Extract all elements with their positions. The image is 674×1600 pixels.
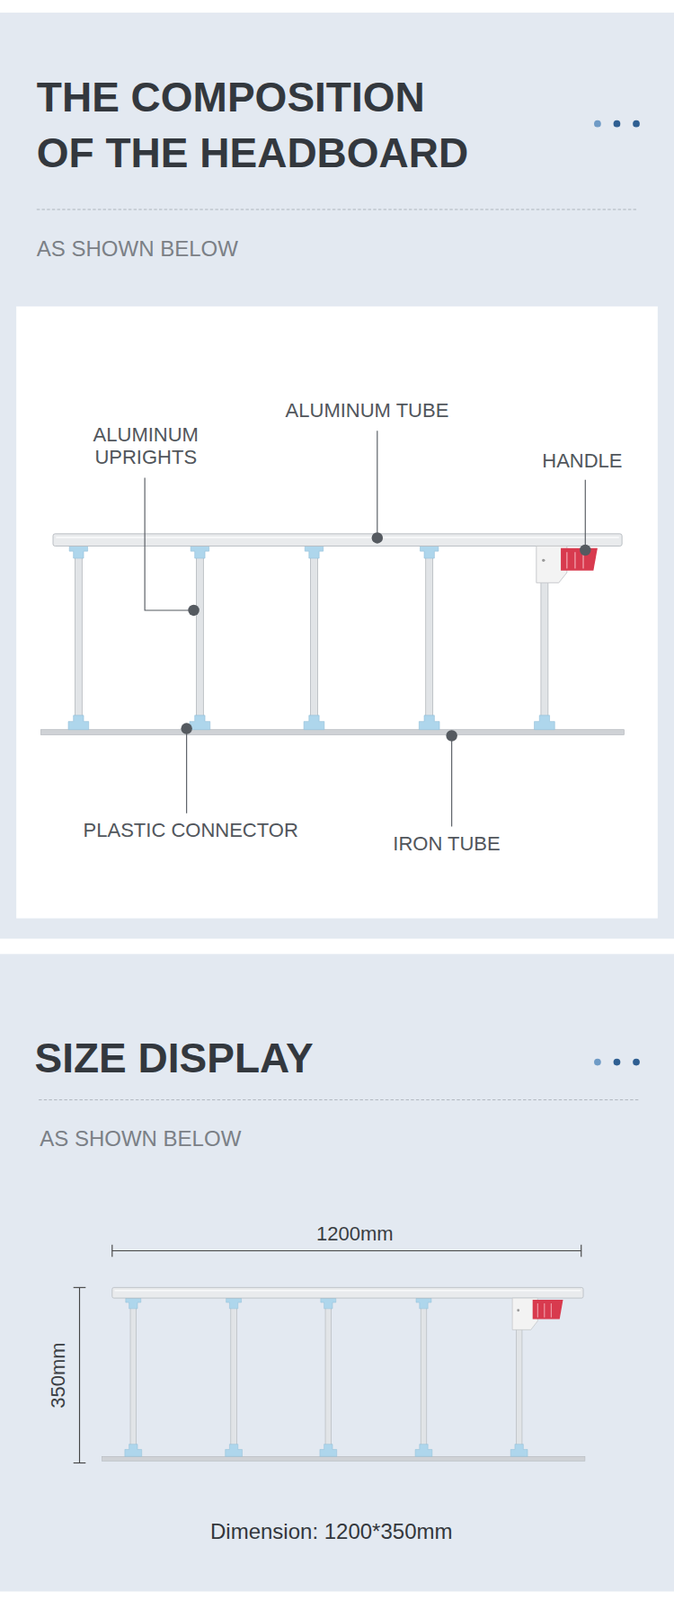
bed-rail [102,1286,586,1461]
part-label: IRON TUBE [392,833,500,856]
bed-rail [40,533,624,736]
leader-lines [144,430,586,826]
section-heading: SIZE DISPLAY [35,1029,314,1086]
part-label: PLASTIC CONNECTOR [83,818,299,842]
divider [36,209,639,211]
dimension-lines [73,1244,582,1464]
leader-dots [180,532,591,742]
dimension-label: 350mm [46,1341,70,1408]
section-panel [0,12,674,939]
section-panel [0,953,674,1591]
page-title: THE COMPOSITION OF THE HEADBOARD [36,69,541,181]
part-label: HANDLE [541,449,622,472]
subheading: AS SHOWN BELOW [36,236,239,262]
dimension-label: 1200mm [316,1222,394,1245]
subheading: AS SHOWN BELOW [39,1126,241,1153]
decor-dots [594,120,640,1066]
dimension-note: Dimension: 1200*350mm [210,1518,453,1544]
part-label: ALUMINUM TUBE [285,399,450,423]
image-panel [16,306,658,919]
divider [38,1099,639,1100]
part-label: ALUMINUM UPRIGHTS [82,423,209,470]
